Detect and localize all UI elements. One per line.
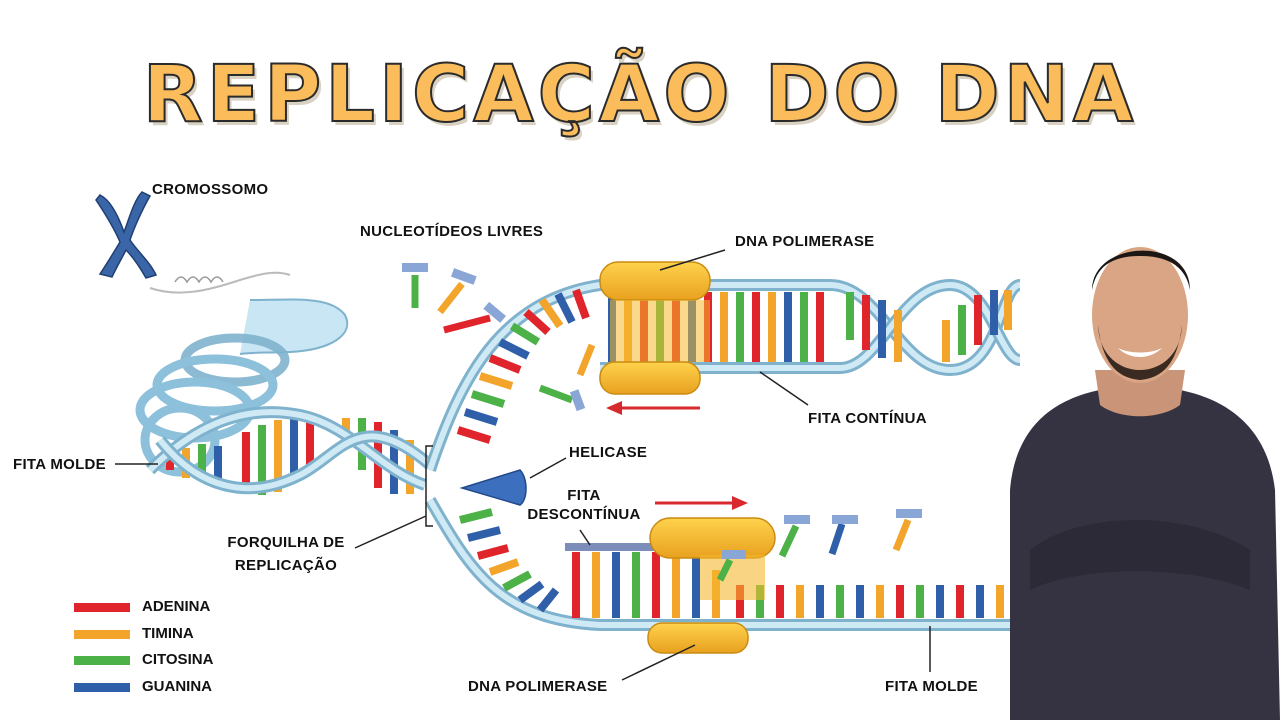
label-forquilha-line1: FORQUILHA DE — [227, 534, 345, 551]
label-fita-molde-left: FITA MOLDE — [13, 456, 106, 473]
label-nucleotideos-livres: NUCLEOTÍDEOS LIVRES — [360, 223, 544, 240]
label-dna-polimerase-top: DNA POLIMERASE — [735, 233, 875, 250]
parent-double-helix — [145, 406, 434, 495]
label-forquilha: FORQUILHA DE REPLICAÇÃO — [222, 531, 350, 577]
label-fita-descontinua-line1: FITA — [567, 487, 601, 504]
legend-label: CITOSINA — [142, 651, 214, 668]
dna-polymerase-top — [599, 261, 711, 395]
legend-label: ADENINA — [142, 598, 211, 615]
presenter-figure — [1010, 247, 1280, 720]
legend-label: TIMINA — [142, 624, 194, 642]
label-cromossomo: CROMOSSOMO — [152, 181, 269, 198]
helicase-icon — [459, 469, 527, 506]
legend-swatch — [74, 603, 130, 612]
label-helicase: HELICASE — [569, 444, 648, 461]
legend-swatch — [74, 656, 130, 665]
legend-label: GUANINA — [142, 677, 212, 695]
label-fita-descontinua-line2: DESCONTÍNUA — [527, 506, 641, 523]
lagging-strand — [424, 497, 1020, 631]
label-dna-polimerase-bottom: DNA POLIMERASE — [468, 678, 608, 695]
free-nucleotides — [402, 263, 922, 582]
legend-swatch — [74, 629, 130, 639]
label-fita-continua: FITA CONTÍNUA — [808, 410, 927, 427]
chromosome-icon — [95, 191, 158, 279]
label-fita-descontinua: FITA DESCONTÍNUA — [522, 486, 646, 524]
page-title: REPLICAÇÃO DO DNA — [142, 49, 1138, 141]
leader-lines — [115, 249, 931, 681]
replication-fork-bracket — [354, 445, 433, 549]
legend-swatch — [74, 682, 130, 692]
label-forquilha-line2: REPLICAÇÃO — [234, 557, 338, 574]
label-fita-molde-right: FITA MOLDE — [885, 678, 978, 695]
direction-arrows — [606, 401, 748, 510]
dna-polymerase-bottom — [647, 517, 776, 654]
leading-strand — [424, 278, 1022, 472]
